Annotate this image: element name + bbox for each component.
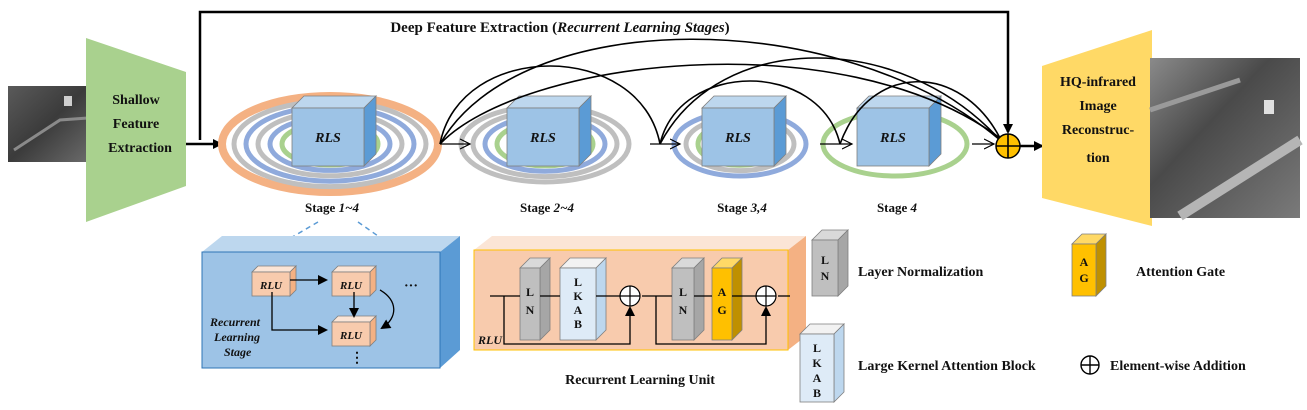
lkab-letter: K	[573, 289, 583, 303]
rlu-detail-title: Recurrent Learning Unit	[565, 373, 715, 388]
ag-block	[711, 257, 743, 341]
addition-node	[995, 133, 1021, 159]
ln-block	[671, 257, 705, 341]
rlu-small-box	[251, 265, 297, 297]
ln-letter: N	[679, 303, 688, 317]
legend-ln-label: Layer Normalization	[858, 265, 984, 280]
rls-detail-vdots: ⋮	[350, 351, 364, 366]
rls-detail-label-line3: Stage	[224, 345, 252, 359]
ag-letter: G	[717, 303, 726, 317]
recon-label-line3: Reconstruc-	[1062, 123, 1135, 138]
input-infrared-image	[8, 86, 89, 162]
legend-add-label: Element-wise Addition	[1110, 359, 1246, 374]
legend-ag-letter: A	[1080, 255, 1089, 269]
ln-letter: N	[526, 303, 535, 317]
shallow-label-line1: Shallow	[112, 93, 160, 108]
legend-lkab-block	[799, 323, 845, 403]
recon-label-line4: tion	[1086, 151, 1110, 166]
legend-ag-letter: G	[1079, 271, 1088, 285]
rlu-detail-rlu-label: RLU	[477, 333, 503, 347]
reconstruction-block: HQ-infrared Image Reconstruc- tion	[1042, 30, 1152, 226]
rls-detail-label-line2: Learning	[213, 330, 260, 344]
ln-block	[519, 257, 551, 341]
stage-2: RLS Stage 2~4	[458, 95, 632, 215]
lkab-block	[559, 257, 607, 341]
shallow-feature-extraction-block: Shallow Feature Extraction	[86, 38, 186, 222]
legend-lkab-letter: A	[813, 371, 822, 385]
shallow-label-line2: Feature	[113, 117, 159, 132]
rlu-add-node-1	[619, 285, 641, 307]
rls-box	[856, 95, 942, 167]
legend-lkab-label: Large Kernel Attention Block	[858, 359, 1036, 374]
rls-box	[291, 95, 377, 167]
lkab-letter: B	[574, 317, 582, 331]
stage-label: Stage 4	[877, 200, 918, 215]
rlu-small-label: RLU	[339, 280, 363, 292]
legend-ln-block	[811, 229, 849, 297]
lkab-letter: L	[574, 275, 582, 289]
stage-label: Stage 3,4	[717, 200, 767, 215]
rls-box	[701, 95, 787, 167]
rlu-small-label: RLU	[259, 280, 283, 292]
rlu-small-label: RLU	[339, 330, 363, 342]
legend-lkab-letter: K	[812, 356, 822, 370]
legend-ln-letter: L	[821, 253, 829, 267]
stage-4: RLS Stage 4	[820, 95, 970, 215]
stage-label: Stage 1~4	[305, 200, 360, 215]
recon-label-line2: Image	[1079, 99, 1116, 114]
legend-ag-label: Attention Gate	[1136, 265, 1225, 280]
ln-letter: L	[526, 285, 534, 299]
ln-letter: L	[679, 285, 687, 299]
rls-detail-label-line1: Recurrent	[209, 315, 261, 329]
stage-skip-arcs	[439, 38, 1001, 145]
rls-label: RLS	[529, 131, 556, 146]
lkab-letter: A	[574, 303, 583, 317]
legend-lkab-letter: L	[813, 341, 821, 355]
legend-ln-letter: N	[821, 269, 830, 283]
ag-letter: A	[718, 285, 727, 299]
stage-label: Stage 2~4	[520, 200, 575, 215]
legend-ag-block	[1071, 233, 1107, 297]
rlu-add-node-2	[755, 285, 777, 307]
global-skip-connection	[198, 10, 1013, 140]
recon-label-line1: HQ-infrared	[1060, 75, 1136, 90]
legend-lkab-letter: B	[813, 386, 821, 400]
output-infrared-image	[1149, 58, 1303, 221]
rls-detail-ellipsis: ···	[404, 279, 418, 294]
shallow-label-line3: Extraction	[108, 141, 172, 156]
stage-1: RLS Stage 1~4	[218, 92, 442, 215]
legend-add-symbol	[1080, 355, 1100, 375]
rls-label: RLS	[724, 131, 751, 146]
rlu-small-box	[331, 315, 377, 347]
diagram-title: Deep Feature Extraction (Recurrent Learn…	[390, 20, 729, 36]
rls-box	[506, 95, 592, 167]
rlu-small-box	[331, 265, 377, 297]
rls-label: RLS	[879, 131, 906, 146]
rls-label: RLS	[314, 131, 341, 146]
rls-detail-box: RLU RLU RLU ··· ⋮ Recurrent Learning Stage	[201, 236, 460, 369]
stage-3: RLS Stage 3,4	[671, 95, 809, 215]
